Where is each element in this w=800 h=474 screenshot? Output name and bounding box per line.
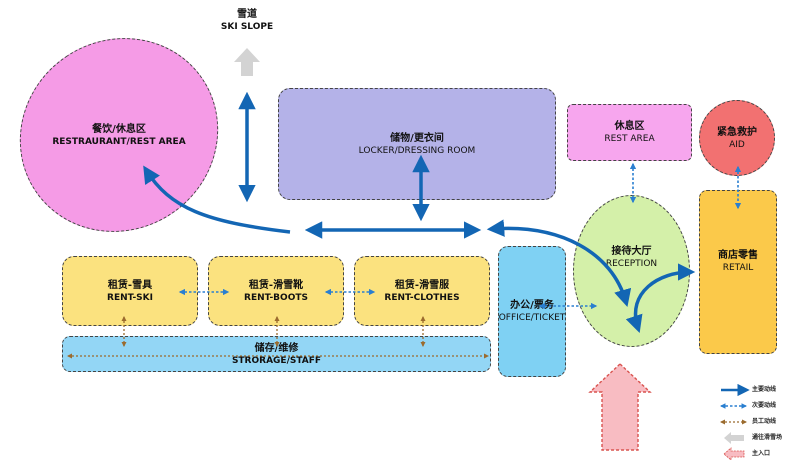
ski-slope-en: SKI SLOPE: [220, 22, 274, 32]
legend-entrance-symbol: [723, 447, 745, 461]
zone-rent-clothes-en: RENT-CLOTHES: [384, 292, 460, 303]
zone-rent-boots-cn: 租赁-滑雪靴: [248, 279, 304, 291]
legend-staff-label: 员工动线: [752, 418, 777, 425]
zone-rest-area-en: REST AREA: [604, 134, 655, 144]
zone-rent-ski-en: RENT-SKI: [107, 292, 153, 303]
ski-slope-arrow-icon: [234, 48, 260, 76]
legend-secondary-label: 次要动线: [752, 402, 777, 409]
zone-office-en: OFFICE/TICKET: [498, 313, 566, 323]
zone-aid-en: AID: [729, 139, 745, 150]
legend-primary-label: 主要动线: [752, 386, 777, 393]
legend-slope-symbol: [724, 432, 744, 444]
legend-slope-label: 通往滑雪场: [752, 434, 783, 441]
zone-retail-label: 商店零售 RETAIL: [718, 249, 758, 274]
primary-flow-reception-curve: [486, 219, 632, 308]
zone-rent-boots[interactable]: 租赁-滑雪靴 RENT-BOOTS: [208, 256, 344, 326]
ski-slope-label: 雪道 SKI SLOPE: [212, 8, 282, 33]
zone-rent-ski[interactable]: 租赁-雪具 RENT-SKI: [62, 256, 198, 326]
zone-retail-en: RETAIL: [722, 262, 754, 273]
zone-rest-area-cn: 休息区: [614, 121, 645, 132]
main-entrance-arrow-icon: [588, 363, 652, 451]
zone-retail-cn: 商店零售: [718, 249, 758, 261]
zone-locker-en: LOCKER/DRESSING ROOM: [358, 145, 476, 156]
zone-rent-ski-cn: 租赁-雪具: [107, 279, 153, 291]
zone-storage-en: STRORAGE/STAFF: [231, 355, 322, 366]
zone-storage-cn: 储存/维修: [254, 342, 299, 354]
zone-retail[interactable]: 商店零售 RETAIL: [699, 190, 777, 354]
zone-rent-boots-en: RENT-BOOTS: [244, 292, 308, 303]
zone-locker-cn: 储物/更衣间: [390, 132, 444, 144]
ski-slope-cn: 雪道: [237, 9, 257, 20]
zone-reception-cn: 接待大厅: [611, 245, 652, 257]
legend-entrance-label: 主入口: [752, 450, 771, 457]
zone-aid-cn: 紧急救护: [717, 126, 757, 138]
primary-flow-restaurant-curve: [143, 165, 291, 234]
primary-flow-retail-curve: [625, 263, 696, 333]
zone-rest-area[interactable]: 休息区 REST AREA: [567, 104, 692, 161]
zone-rent-clothes-cn: 租赁-滑雪服: [394, 279, 450, 291]
